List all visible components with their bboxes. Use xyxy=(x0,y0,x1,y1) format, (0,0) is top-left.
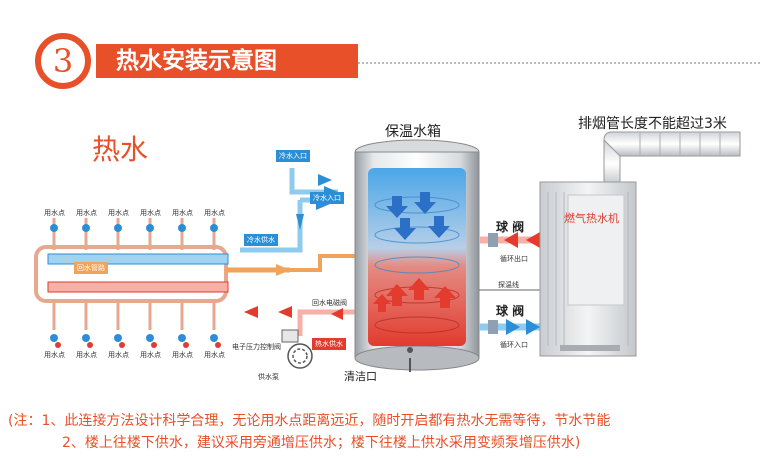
chimney-pipe xyxy=(603,131,741,189)
outlet-label: 用水点 xyxy=(108,351,129,359)
storage-tank xyxy=(354,139,480,372)
ball-valve-bottom-label: 球 阀 xyxy=(496,304,525,318)
return-valve-label: 回水电磁阀 xyxy=(312,299,347,307)
outlet-label: 用水点 xyxy=(76,351,97,359)
temp-probe-label: 探温线 xyxy=(498,281,519,289)
outlet-pipes xyxy=(50,218,221,348)
cold-supply-tag: 冷水供水 xyxy=(244,234,278,246)
circulation-inlet-label: 循环入口 xyxy=(500,341,528,349)
circulation-outlet-label: 循环出口 xyxy=(500,255,528,263)
ball-valve-top-label: 球 阀 xyxy=(496,220,525,234)
chimney-label: 排烟管长度不能超过3米 xyxy=(578,116,727,132)
hot-pipe-tag: 回水管路 xyxy=(74,262,108,274)
cold-inlet-tag: 冷水入口 xyxy=(276,150,310,162)
hot-water-manifold xyxy=(34,245,290,303)
section-title: 热水安装示意图 xyxy=(96,44,358,78)
outlet-label: 用水点 xyxy=(204,351,225,359)
outlet-label: 用水点 xyxy=(172,209,193,217)
outlet-label: 用水点 xyxy=(76,209,97,217)
section-number: 3 xyxy=(52,42,74,80)
pressure-valve-label: 电子压力控制阀 xyxy=(232,343,281,351)
outlet-label: 用水点 xyxy=(140,351,161,359)
drain-label: 清洁口 xyxy=(344,370,377,383)
tank-label: 保温水箱 xyxy=(385,124,441,140)
outlet-label: 用水点 xyxy=(172,351,193,359)
note-line-2: 2、楼上往楼下供水，建议采用旁通增压供水；楼下往楼上供水采用变频泵增压供水) xyxy=(62,435,581,451)
supply-pump-label: 供水泵 xyxy=(258,373,279,381)
outlet-label: 用水点 xyxy=(204,209,225,217)
gas-water-heater xyxy=(539,181,637,357)
hot-water-label: 热水 xyxy=(92,133,149,166)
outlet-label: 用水点 xyxy=(44,351,65,359)
outlet-label: 用水点 xyxy=(44,209,65,217)
note-line-1: (注：1、此连接方法设计科学合理，无论用水点距离远近，随时开启都有热水无需等待，… xyxy=(8,413,611,429)
cold-inlet-tag: 冷水入口 xyxy=(310,192,344,204)
section-number-badge: 3 xyxy=(35,33,91,89)
heater-label: 燃气热水机 xyxy=(564,212,619,225)
hot-supply-tag: 热水供水 xyxy=(312,338,346,350)
header-divider xyxy=(358,62,760,64)
outlet-label: 用水点 xyxy=(140,209,161,217)
circulation-pipes xyxy=(479,232,545,335)
hot-supply-pipes xyxy=(244,254,355,369)
outlet-label: 用水点 xyxy=(108,209,129,217)
